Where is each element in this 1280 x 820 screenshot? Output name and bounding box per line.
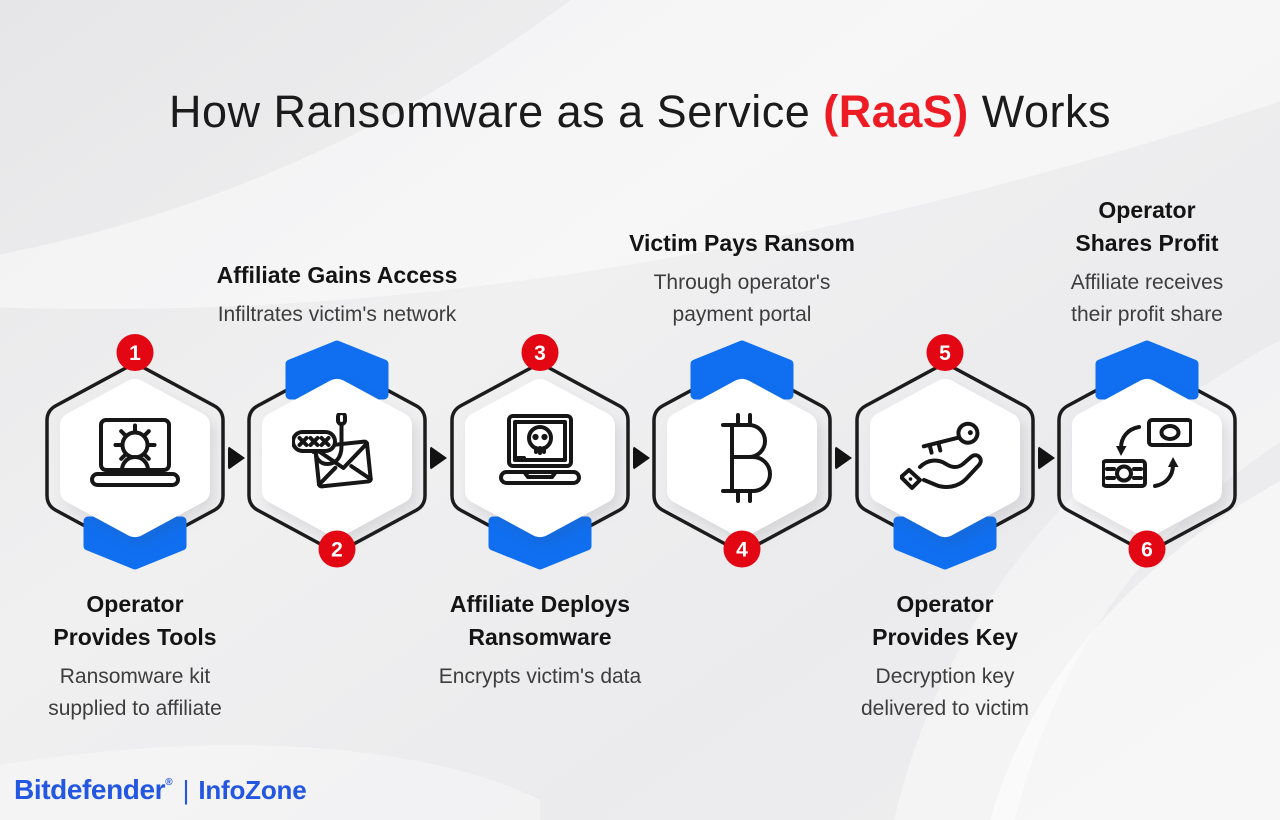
step-3-label: Affiliate Deploys Ransomware Encrypts vi… (380, 588, 700, 693)
step-subtitle: Affiliate receives their profit share (1070, 271, 1224, 326)
page-title-raas-highlight: (RaaS) (823, 86, 969, 137)
infozone-label: InfoZone (198, 775, 307, 805)
step-6-hexagon: 6 (1046, 333, 1248, 583)
right-arrow-icon (1038, 446, 1055, 470)
step-3-hexagon: 3 (439, 333, 641, 583)
step-title: Affiliate Gains Access (216, 262, 458, 288)
step-subtitle: Through operator's payment portal (653, 271, 831, 326)
step-number-badge: 4 (723, 530, 761, 568)
right-arrow-icon (228, 446, 245, 470)
step-1-label: Operator Provides Tools Ransomware kit s… (0, 588, 295, 725)
step-4-label: Victim Pays Ransom Through operator's pa… (582, 227, 902, 331)
right-arrow-icon (835, 446, 852, 470)
svg-text:4: 4 (736, 539, 748, 562)
right-arrow-icon (430, 446, 447, 470)
step-subtitle: Decryption key delivered to victim (860, 665, 1030, 720)
step-title: Operator Shares Profit (1075, 197, 1219, 256)
svg-text:5: 5 (939, 342, 951, 365)
step-subtitle: Ransomware kit supplied to affiliate (48, 665, 222, 720)
hexagon-inner (1072, 379, 1222, 537)
separator-pipe: | (182, 775, 190, 805)
step-2-label: Affiliate Gains Access Infiltrates victi… (177, 259, 497, 331)
svg-text:3: 3 (534, 342, 546, 365)
right-arrow-icon (633, 446, 650, 470)
step-title: Operator Provides Tools (53, 591, 217, 650)
page-title-prefix: How Ransomware as a Service (169, 86, 824, 137)
svg-text:6: 6 (1141, 539, 1153, 562)
step-1-hexagon: 1 (34, 333, 236, 583)
step-number-badge: 1 (116, 334, 154, 371)
step-subtitle: Infiltrates victim's network (217, 303, 457, 326)
step-title: Affiliate Deploys Ransomware (449, 591, 631, 650)
step-5-hexagon: 5 (844, 333, 1046, 583)
step-5-label: Operator Provides Key Decryption key del… (785, 588, 1105, 725)
page-title-suffix: Works (968, 86, 1111, 137)
step-number-badge: 3 (521, 334, 559, 371)
step-number-badge: 6 (1128, 530, 1166, 568)
page-title: How Ransomware as a Service (RaaS) Works (0, 84, 1280, 140)
step-6-label: Operator Shares Profit Affiliate receive… (987, 194, 1280, 331)
bitdefender-logo: Bitdefender (14, 774, 166, 805)
step-title: Victim Pays Ransom (629, 230, 855, 256)
hexagon-inner (870, 379, 1020, 537)
svg-text:2: 2 (331, 539, 343, 562)
step-number-badge: 5 (926, 334, 964, 371)
step-title: Operator Provides Key (872, 591, 1018, 650)
step-2-hexagon: 2 (236, 333, 438, 583)
footer-brand: Bitdefender® | InfoZone (14, 774, 307, 806)
registered-trademark-symbol: ® (165, 777, 173, 788)
step-4-hexagon: 4 (641, 333, 843, 583)
step-subtitle: Encrypts victim's data (438, 665, 642, 688)
svg-text:1: 1 (129, 342, 141, 365)
step-number-badge: 2 (318, 530, 356, 568)
